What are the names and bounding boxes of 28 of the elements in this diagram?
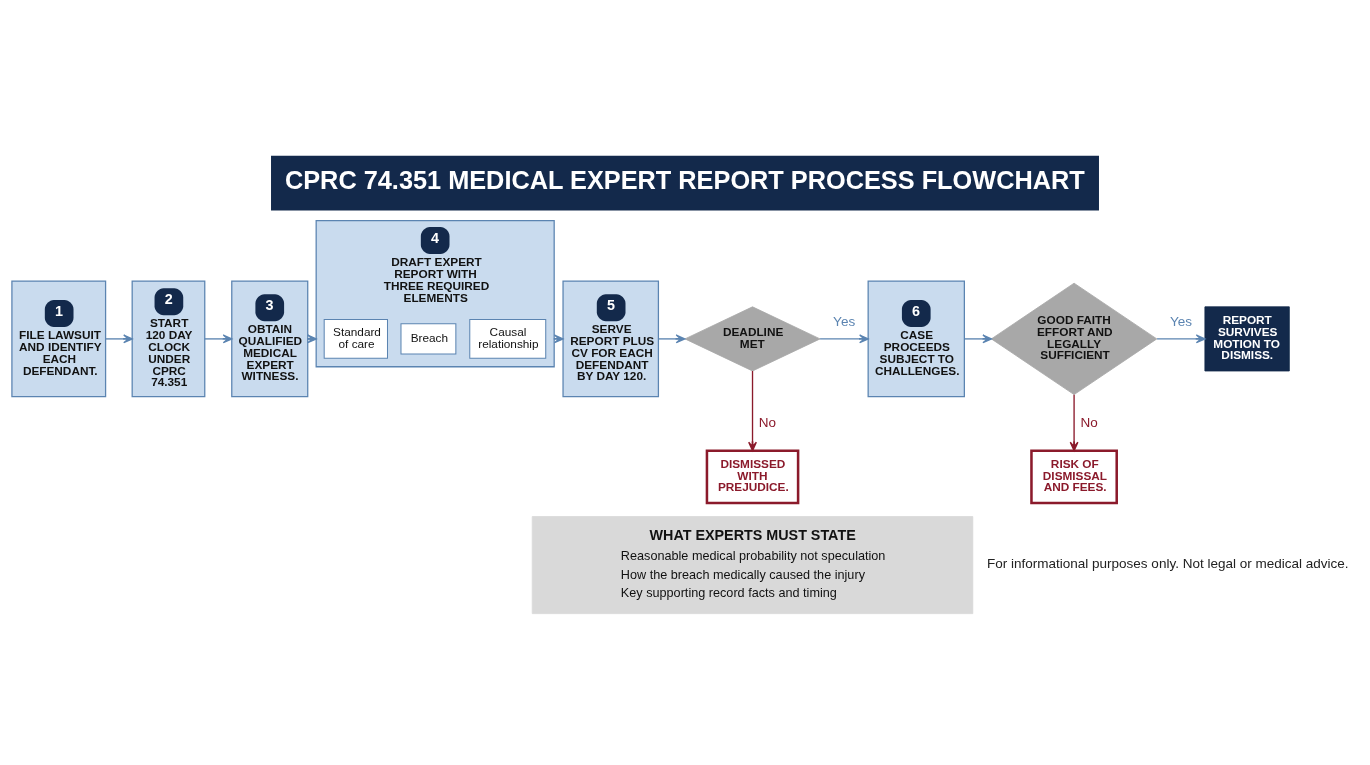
- arrow: [105, 333, 133, 343]
- node-box: RISK OF DISMISSAL AND FEES.: [1030, 448, 1118, 504]
- arrow: [819, 333, 869, 343]
- node-box: WHAT EXPERTS MUST STATE Reasonable medical probability not speculation How the breach medically caused the injury Key supporting record facts and timing: [531, 515, 974, 614]
- node-box: Causal relationship: [469, 318, 547, 359]
- node-box: 3 OBTAIN QUALIFIED MEDICAL EXPERT WITNESS.: [231, 279, 309, 397]
- edge-label: Yes: [833, 313, 856, 329]
- node-box: 6 CASE PROCEEDS SUBJECT TO CHALLENGES.: [867, 279, 965, 397]
- edge-label: Yes: [1169, 313, 1192, 329]
- node-box: REPORT SURVIVES MOTION TO DISMISS.: [1204, 305, 1290, 371]
- node-diamond: DEADLINE MET: [684, 305, 821, 371]
- node-box: Standard of care: [323, 318, 388, 359]
- edge-label: No: [758, 414, 777, 430]
- arrow: [204, 333, 233, 343]
- arrow: [1156, 333, 1206, 343]
- arrow: [963, 333, 993, 343]
- arrow: [748, 369, 757, 451]
- node-box: DISMISSED WITH PREJUDICE.: [705, 448, 800, 504]
- diagram-title: CPRC 74.351 MEDICAL EXPERT REPORT PROCESS FLOWCHART: [284, 165, 1085, 194]
- arrow: [1069, 393, 1079, 451]
- label: For informational purposes only. Not legal or medical advice.: [987, 555, 1349, 571]
- node-diamond: GOOD FAITH EFFORT AND LEGALLY SUFFICIENT: [990, 282, 1158, 395]
- node-box: Breach: [400, 322, 457, 355]
- node-box: 5 SERVE REPORT PLUS CV FOR EACH DEFENDANT BY DAY 120.: [562, 279, 660, 397]
- node-box: 2 START 120 DAY CLOCK UNDER CPRC 74.351: [131, 279, 206, 397]
- edge-label: No: [1080, 414, 1098, 430]
- arrow: [657, 333, 686, 343]
- node-box: 1 FILE LAWSUIT AND IDENTIFY EACH DEFENDANT.: [11, 279, 107, 397]
